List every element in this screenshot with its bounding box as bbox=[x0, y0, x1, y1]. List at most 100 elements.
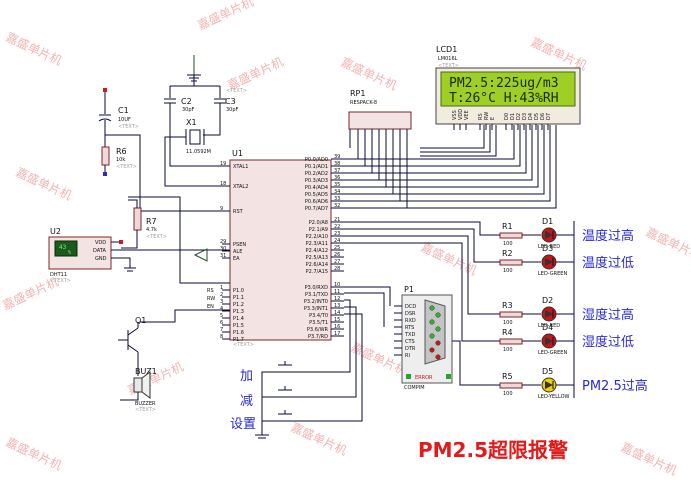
dht11-display bbox=[54, 240, 78, 257]
mcu-pin-label: P2.3/A11 bbox=[306, 241, 328, 247]
c1-value: 10UF bbox=[118, 117, 131, 123]
lcd-part: LM016L bbox=[438, 56, 458, 62]
p1-ref: P1 bbox=[404, 285, 414, 294]
text-placeholder: <TEXT> bbox=[226, 88, 247, 94]
db9-contact bbox=[435, 354, 441, 360]
lcd-pin-label: RS bbox=[478, 113, 484, 120]
wire bbox=[344, 125, 551, 202]
wire bbox=[120, 392, 139, 401]
wire bbox=[261, 371, 268, 435]
led-label: 温度过低 bbox=[582, 255, 634, 271]
mcu-pin-label: PSEN bbox=[233, 242, 246, 248]
buz1-part: BUZZER bbox=[135, 401, 156, 407]
mcu-pin-label: P3.2/INT0 bbox=[304, 299, 328, 305]
compim-pin-label: RTS bbox=[405, 325, 414, 331]
net-label-rs: RS bbox=[207, 288, 214, 294]
lcd-pin-label: D3 bbox=[522, 113, 528, 120]
led-label: 湿度过高 bbox=[582, 307, 634, 323]
mcu-pin-number: 34 bbox=[334, 189, 340, 195]
mcu-pin-number: 32 bbox=[334, 203, 340, 209]
reset-circuit: C1 10UF <TEXT> R6 10k <TEXT> bbox=[98, 88, 230, 212]
watermark: 嘉盛单片机 bbox=[529, 34, 590, 73]
led-triangle bbox=[545, 310, 553, 318]
led-part: LED-RED bbox=[538, 323, 560, 329]
resistor-body bbox=[499, 311, 523, 318]
mcu-pin-number: 37 bbox=[334, 168, 340, 174]
mcu-pin-label: P2.7/A15 bbox=[306, 269, 328, 275]
button-label-minus: 减 bbox=[240, 394, 253, 409]
mcu-pin-number: 6 bbox=[220, 320, 223, 326]
wire bbox=[344, 125, 515, 160]
watermark: 嘉盛单片机 bbox=[4, 434, 65, 473]
mcu-pin-number: 15 bbox=[334, 317, 340, 323]
wire bbox=[121, 230, 138, 249]
status-indicator bbox=[406, 374, 411, 379]
watermark: 嘉盛单片机 bbox=[644, 224, 691, 263]
wire bbox=[420, 125, 497, 157]
mcu-pin-label: P1.0 bbox=[233, 288, 244, 294]
mcu-pin-number: 13 bbox=[334, 303, 340, 309]
add-button[interactable] bbox=[268, 361, 300, 373]
led-label: 温度过高 bbox=[582, 228, 634, 244]
mcu-pin-number: 26 bbox=[334, 252, 340, 258]
wire bbox=[344, 125, 521, 167]
lcd-pin-label: D1 bbox=[510, 113, 516, 120]
lcd-pin-label: VDD bbox=[458, 109, 464, 120]
mcu-pin-number: 21 bbox=[334, 217, 340, 223]
mcu-pin-label: P3.4/T0 bbox=[309, 313, 328, 319]
led-triangle bbox=[545, 381, 553, 389]
mcu-pin-label: XTAL2 bbox=[233, 184, 248, 190]
wire bbox=[344, 235, 500, 315]
minus-button[interactable] bbox=[268, 386, 300, 398]
led-label: 湿度过低 bbox=[582, 334, 634, 350]
lcd-text-placeholder: <TEXT> bbox=[438, 63, 459, 69]
mcu-pin-label: P0.2/AD2 bbox=[305, 171, 328, 177]
wire bbox=[300, 299, 351, 373]
status-indicator bbox=[446, 374, 451, 379]
mcu-pin-number: 7 bbox=[220, 327, 223, 333]
led-triangle bbox=[545, 231, 553, 239]
mcu-pin-label: P0.7/AD7 bbox=[305, 206, 328, 212]
mcu-pin-number: 19 bbox=[220, 161, 226, 167]
resistor-body bbox=[499, 382, 523, 389]
text-placeholder: <TEXT> bbox=[233, 342, 254, 348]
compim-pin-label: DCD bbox=[405, 304, 416, 310]
c2-ref: C2 bbox=[181, 97, 192, 106]
mcu-pin-number: 35 bbox=[334, 182, 340, 188]
lcd-pin-label: E bbox=[490, 117, 496, 120]
wire bbox=[128, 196, 230, 284]
mcu-pin-label: ALE bbox=[233, 249, 242, 255]
set-button[interactable] bbox=[268, 410, 300, 422]
wire bbox=[128, 199, 138, 208]
rp1-body bbox=[348, 111, 412, 130]
dht11-display-unit: % bbox=[68, 250, 71, 256]
resistor-body bbox=[499, 338, 523, 345]
mcu-pin-number: 22 bbox=[334, 224, 340, 230]
wire bbox=[164, 136, 230, 187]
watermark: 嘉盛单片机 bbox=[339, 54, 400, 93]
led-part: LED-YELLOW bbox=[538, 394, 570, 400]
mcu-pin-number: 23 bbox=[334, 231, 340, 237]
wire bbox=[140, 309, 230, 323]
compim-pin-label: TXD bbox=[404, 332, 415, 338]
button-label-set: 设置 bbox=[230, 417, 256, 432]
arrow-marker bbox=[193, 248, 208, 262]
led-ref: D2 bbox=[542, 296, 553, 305]
led-part: LED-GREEN bbox=[538, 271, 567, 277]
mcu: U1 XTAL119XTAL218RST9PSEN29ALE30EA31P1.0… bbox=[207, 149, 344, 348]
net-label-rw: RW bbox=[207, 296, 215, 302]
mcu-pin-label: P1.4 bbox=[233, 316, 244, 322]
mcu-pin-label: P3.1/TXD bbox=[305, 292, 328, 298]
mcu-pin-label: P0.5/AD5 bbox=[305, 192, 328, 198]
sensor-circuit: R7 4.7k <TEXT> U2 43 % VDD DATA GND DHT1… bbox=[48, 199, 230, 284]
db9-contact bbox=[435, 312, 441, 318]
mcu-pin-label: P1.1 bbox=[233, 295, 244, 301]
resistor-value: 100 bbox=[503, 268, 513, 274]
resistor-value: 100 bbox=[503, 320, 513, 326]
mcu-pin-label: P3.7/RD bbox=[308, 334, 328, 340]
c2-value: 30pF bbox=[182, 107, 195, 113]
